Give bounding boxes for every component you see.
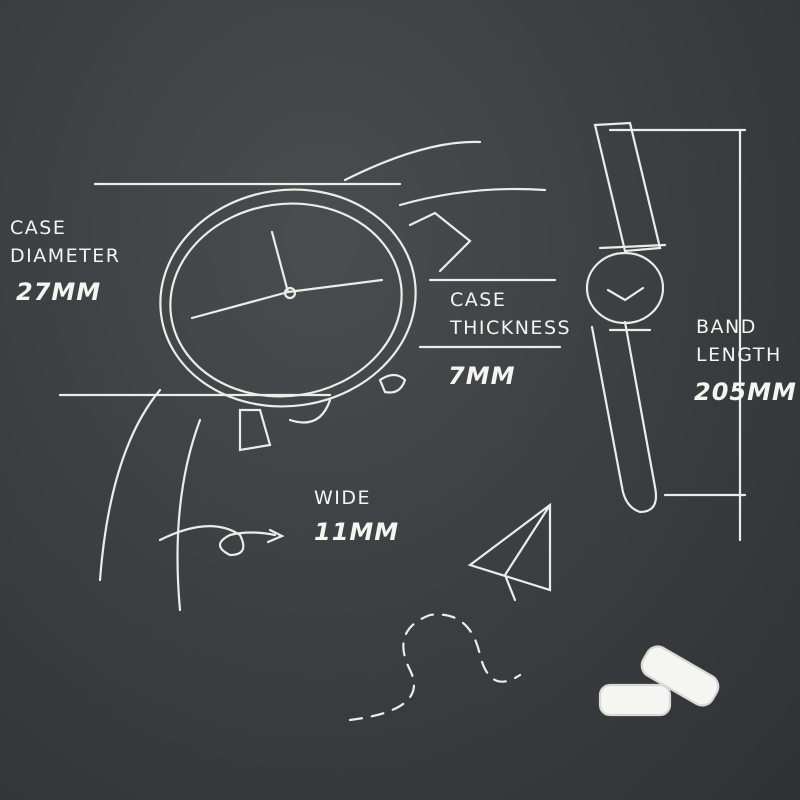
band-width-label: WIDE	[314, 484, 371, 512]
watch-face-icon	[98, 140, 547, 612]
case-diameter-value: 27MM	[16, 278, 102, 306]
band-width-label-line1: WIDE	[314, 487, 372, 509]
case-thickness-value: 7MM	[448, 362, 516, 390]
case-diameter-label: CASE DIAMETER	[10, 214, 120, 270]
chalk-pieces-icon	[598, 645, 720, 717]
case-diameter-label-line1: CASE	[10, 217, 67, 239]
band-width-value: 11MM	[314, 518, 400, 546]
paper-plane-icon	[467, 502, 552, 602]
case-thickness-label-line2: THICKNESS	[450, 317, 572, 339]
band-length-label-line2: LENGTH	[696, 344, 782, 366]
small-watch-icon	[585, 121, 667, 514]
band-length-label: BAND LENGTH	[696, 313, 782, 369]
case-thickness-label-line1: CASE	[450, 289, 507, 311]
case-diameter-label-line2: DIAMETER	[10, 245, 121, 267]
case-thickness-label: CASE THICKNESS	[450, 286, 571, 342]
band-length-label-line1: BAND	[696, 316, 757, 338]
dashed-trail-line	[348, 613, 522, 722]
band-length-value: 205MM	[694, 378, 797, 406]
